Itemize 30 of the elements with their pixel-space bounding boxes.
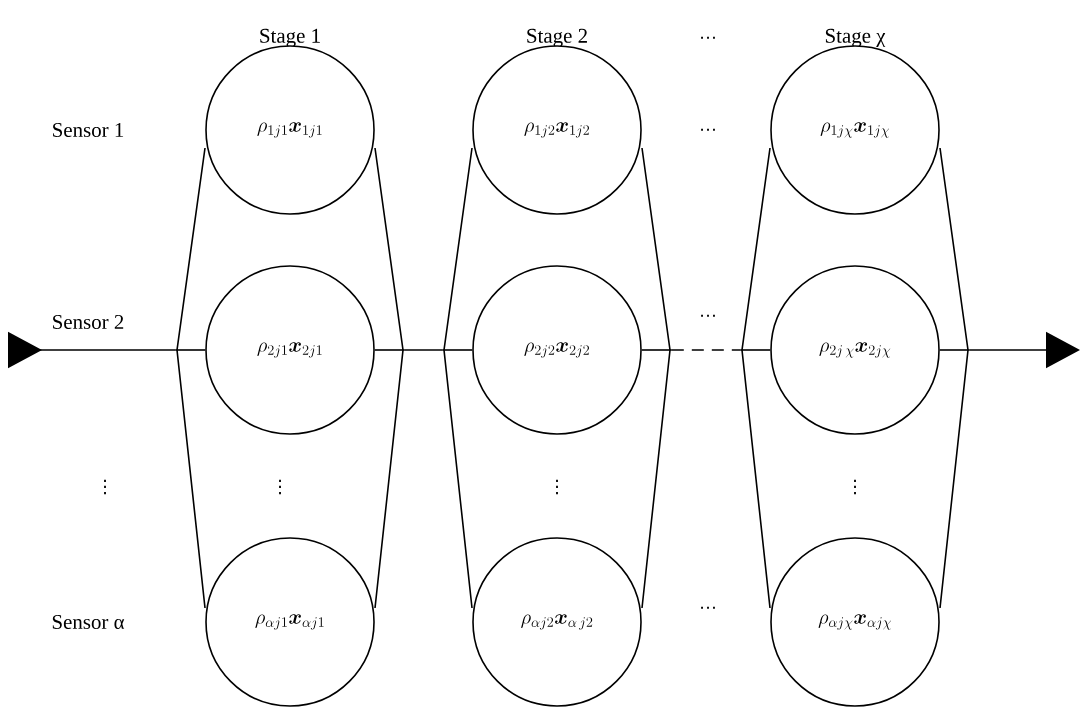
circle-node: $\rho_{\alpha j2}\boldsymbol{x}_{\alpha\, j2}$: [472, 537, 642, 707]
connector-line: [374, 349, 406, 351]
stage-heading: Stage 2: [527, 28, 587, 48]
connector-line: [441, 349, 473, 351]
ellipsis: ⋮: [854, 479, 856, 495]
connector-line: [671, 349, 741, 351]
ellipsis: ⋮: [104, 479, 106, 495]
ellipsis: ⋯: [701, 314, 715, 317]
circle-node: $\rho_{2j2}\boldsymbol{x}_{2j2}$: [472, 265, 642, 435]
ellipsis: ⋯: [701, 36, 715, 39]
row-label: Sensor 2: [53, 314, 124, 329]
row-label: Sensor 1: [53, 122, 124, 137]
connector-line: [739, 349, 771, 351]
connector-line: [641, 349, 673, 351]
ellipsis: ⋯: [701, 128, 715, 131]
row-label: Sensor α: [52, 614, 125, 629]
connector-line: [174, 349, 206, 351]
ellipsis: ⋯: [701, 606, 715, 609]
circle-node: $\rho_{\alpha j\chi}\boldsymbol{x}_{\alpha j\chi}$: [770, 537, 940, 707]
circle-node: $\rho_{1j2}\boldsymbol{x}_{1j2}$: [472, 45, 642, 215]
connector-line: [404, 349, 443, 351]
circle-node: $\rho_{1j1}\boldsymbol{x}_{1j1}$: [205, 45, 375, 215]
ellipsis: ⋮: [556, 479, 558, 495]
circle-node: $\rho_{2j1}\boldsymbol{x}_{2j1}$: [205, 265, 375, 435]
circle-node: $\rho_{2j\,\chi}\boldsymbol{x}_{2j\chi}$: [770, 265, 940, 435]
connector-line: [939, 349, 971, 351]
ellipsis: ⋮: [279, 479, 281, 495]
circle-node: $\rho_{\alpha j1}\boldsymbol{x}_{\alpha j1}$: [205, 537, 375, 707]
stage-heading: Stage χ: [825, 28, 886, 48]
stage-heading: Stage 1: [260, 28, 320, 48]
